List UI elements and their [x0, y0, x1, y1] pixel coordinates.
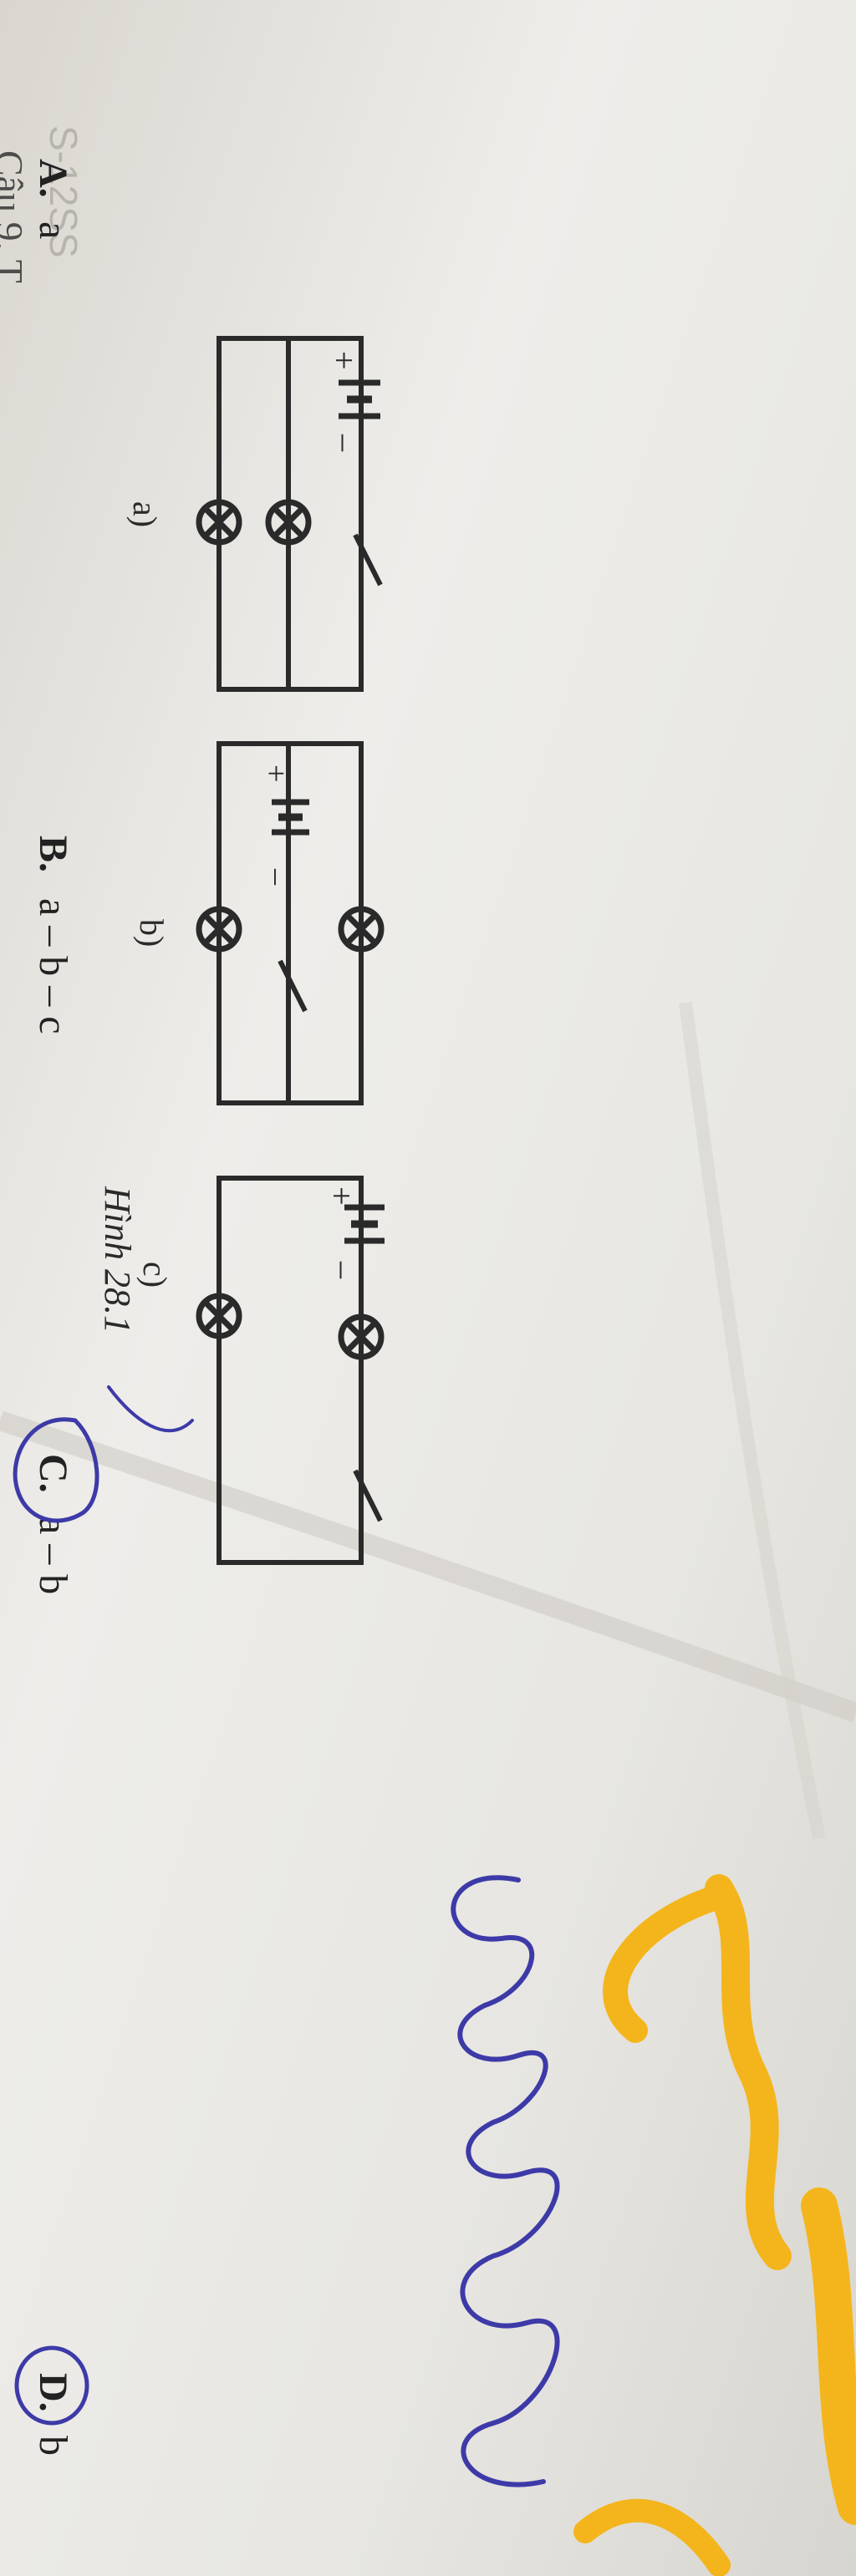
battery-minus-b: – [260, 868, 295, 886]
handwriting-scribble [451, 1875, 560, 2487]
circuit-b-label: b) [133, 919, 171, 947]
answer-b-letter: B. [31, 836, 75, 872]
battery-minus-a: – [327, 434, 364, 452]
circle-mark-d [14, 2345, 89, 2426]
circuit-c-label: c) [136, 1262, 174, 1288]
answer-a-letter: A. [31, 159, 75, 198]
header-fragment: S-12SS [42, 125, 85, 258]
question-fragment: Câu 9. T [0, 150, 31, 283]
battery-plus-b: + [258, 765, 293, 782]
highlighter-stroke [705, 1874, 792, 2270]
circle-mark-c [13, 1417, 99, 1523]
figure-caption: Hình 28.1 [97, 1186, 138, 1334]
answer-c-letter: C. [31, 1454, 75, 1493]
answer-c-text: a – b [31, 1517, 75, 1594]
answer-d-text: b [31, 2436, 75, 2456]
highlighter-stroke [573, 2498, 731, 2576]
paper-crease [0, 1410, 856, 1723]
battery-plus-a: + [325, 351, 363, 370]
answer-a-text: a [31, 221, 75, 239]
battery-minus-c: – [325, 1261, 363, 1279]
answer-b-text: a – b – c [31, 898, 75, 1034]
circuit-c [217, 1176, 385, 1565]
highlighter-stroke [603, 1884, 731, 2043]
highlighter-stroke [801, 2187, 856, 2525]
circuit-a-label: a) [126, 501, 164, 527]
handwriting-tick [107, 1385, 194, 1433]
circuit-b [217, 741, 364, 1105]
answer-d-letter: D. [31, 2373, 75, 2412]
paper-crease [679, 1001, 826, 1840]
circuit-a [217, 336, 383, 692]
battery-plus-c: + [323, 1186, 360, 1206]
